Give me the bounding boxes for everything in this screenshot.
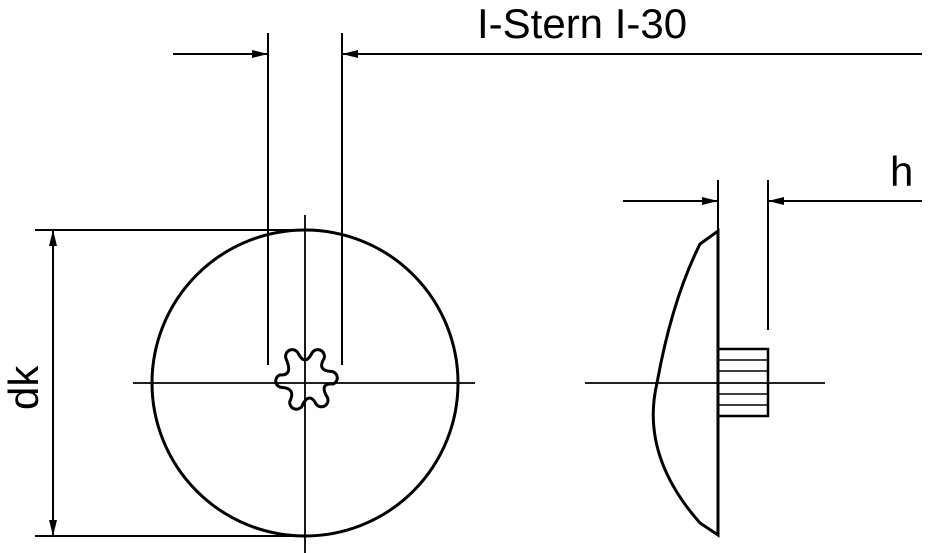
side-view	[585, 180, 922, 538]
star-recess	[274, 348, 339, 411]
front-view	[35, 33, 922, 553]
drive-type-label: I-Stern I-30	[477, 0, 687, 47]
height-label: h	[890, 148, 913, 195]
head-diameter-label: dk	[0, 365, 47, 410]
recess-pin	[716, 347, 770, 418]
